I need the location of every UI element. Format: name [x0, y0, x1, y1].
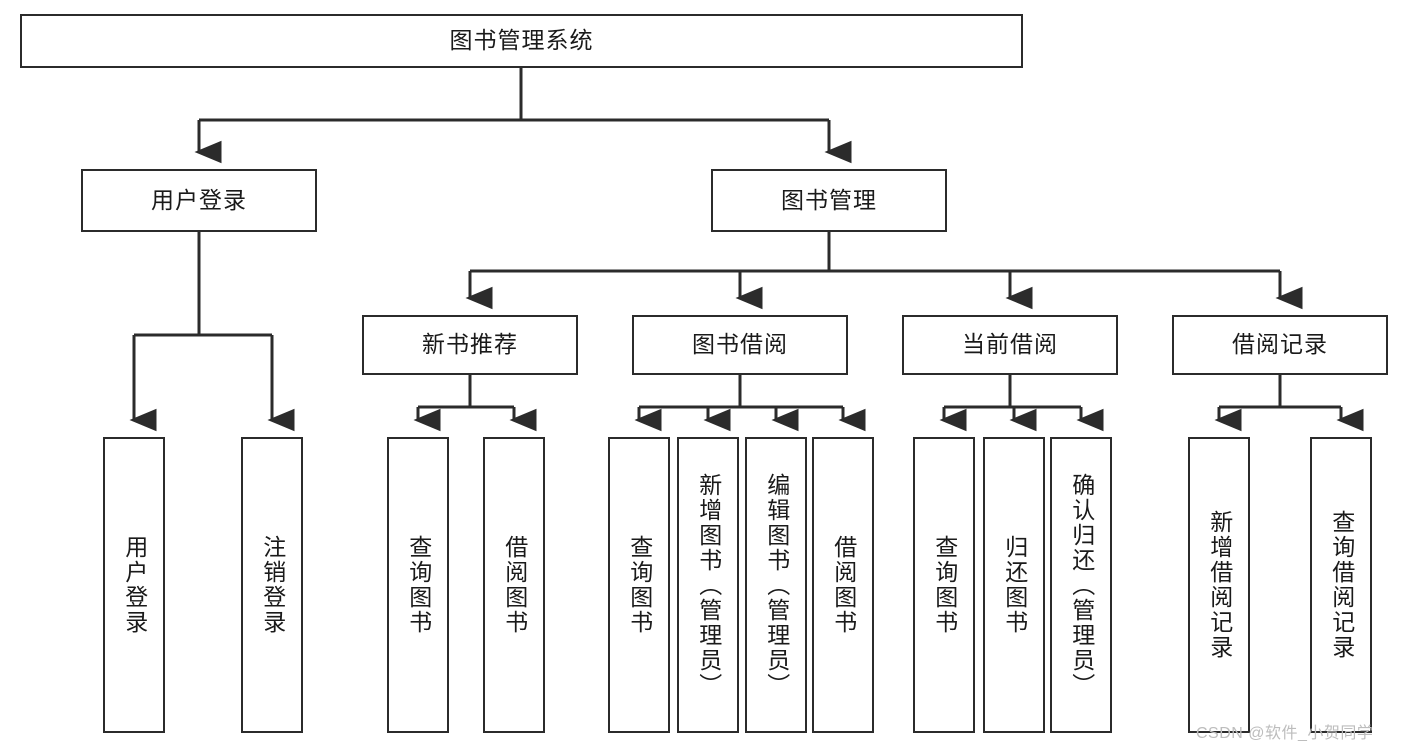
node-current-borrow[interactable]: 当前借阅 [902, 315, 1118, 375]
node-label: 确认归还（管理员） [1068, 472, 1095, 698]
node-label: 新增借阅记录 [1206, 510, 1233, 660]
leaf-add-book-admin[interactable]: 新增图书（管理员） [677, 437, 739, 733]
leaf-confirm-return-admin[interactable]: 确认归还（管理员） [1050, 437, 1112, 733]
node-label: 归还图书 [1001, 535, 1028, 635]
leaf-borrow-book-2[interactable]: 借阅图书 [812, 437, 874, 733]
leaf-edit-book-admin[interactable]: 编辑图书（管理员） [745, 437, 807, 733]
node-label: 图书管理 [781, 186, 877, 213]
leaf-user-login[interactable]: 用户登录 [103, 437, 165, 733]
node-label: 借阅图书 [501, 535, 528, 635]
leaf-borrow-book-1[interactable]: 借阅图书 [483, 437, 545, 733]
leaf-logout-login[interactable]: 注销登录 [241, 437, 303, 733]
node-label: 查询借阅记录 [1328, 510, 1355, 660]
node-label: 编辑图书（管理员） [763, 472, 790, 698]
node-label: 用户登录 [151, 186, 247, 213]
node-label: 借阅图书 [830, 535, 857, 635]
node-label: 查询图书 [931, 535, 958, 635]
node-label: 新书推荐 [422, 331, 518, 358]
node-label: 注销登录 [259, 535, 286, 635]
leaf-return-book[interactable]: 归还图书 [983, 437, 1045, 733]
leaf-query-book-1[interactable]: 查询图书 [387, 437, 449, 733]
leaf-query-book-2[interactable]: 查询图书 [608, 437, 670, 733]
node-label: 借阅记录 [1232, 331, 1328, 358]
node-borrow-record[interactable]: 借阅记录 [1172, 315, 1388, 375]
node-label: 用户登录 [121, 535, 148, 635]
node-label: 当前借阅 [962, 331, 1058, 358]
leaf-query-book-3[interactable]: 查询图书 [913, 437, 975, 733]
node-book-borrow[interactable]: 图书借阅 [632, 315, 848, 375]
node-label: 图书借阅 [692, 331, 788, 358]
node-book-management-system[interactable]: 图书管理系统 [20, 14, 1023, 68]
leaf-add-borrow-record[interactable]: 新增借阅记录 [1188, 437, 1250, 733]
leaf-query-borrow-record[interactable]: 查询借阅记录 [1310, 437, 1372, 733]
node-label: 查询图书 [626, 535, 653, 635]
node-user-login[interactable]: 用户登录 [81, 169, 317, 232]
node-label: 查询图书 [405, 535, 432, 635]
node-label: 新增图书（管理员） [695, 472, 722, 698]
node-new-book-recommend[interactable]: 新书推荐 [362, 315, 578, 375]
node-book-management[interactable]: 图书管理 [711, 169, 947, 232]
csdn-watermark: CSDN @软件_小贺同学 [1196, 725, 1374, 742]
node-label: 图书管理系统 [449, 27, 594, 54]
